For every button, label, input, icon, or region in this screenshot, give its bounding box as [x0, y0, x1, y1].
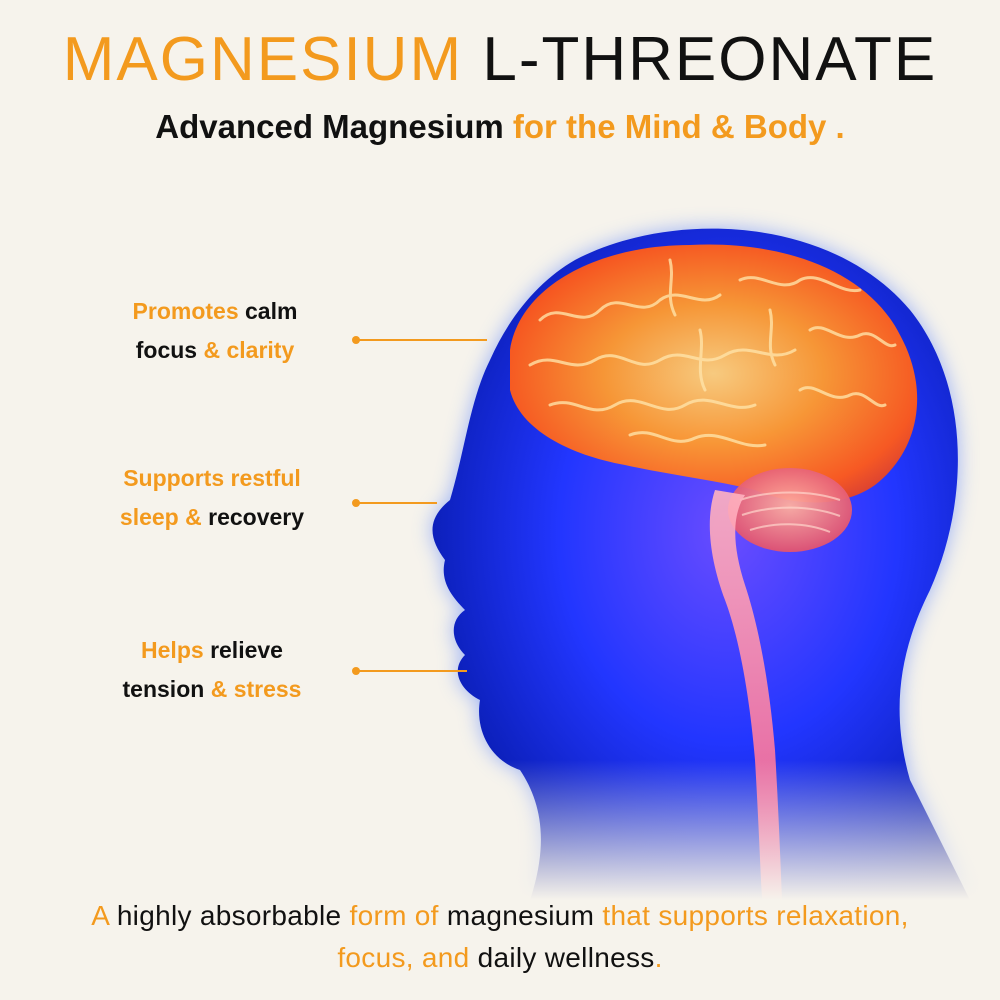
benefit-restful-sleep: Supports restful sleep & recovery — [92, 459, 332, 537]
benefit-keyword: Promotes — [132, 298, 239, 324]
benefit-keyword: & stress — [210, 676, 302, 702]
connector-dot — [352, 336, 360, 344]
connector-dot — [352, 667, 360, 675]
benefit-text: calm — [245, 298, 298, 324]
footer-text: highly absorbable — [116, 900, 342, 931]
benefit-line: sleep & recovery — [92, 498, 332, 537]
benefit-calm-focus: Promotes calm focus & clarity — [95, 292, 335, 370]
benefit-connector-line — [352, 499, 437, 507]
benefit-line: tension & stress — [92, 670, 332, 709]
benefit-line: Promotes calm — [95, 292, 335, 331]
connector-dot — [352, 499, 360, 507]
benefit-line: focus & clarity — [95, 331, 335, 370]
subtitle-mind-body: for the Mind & Body . — [512, 108, 845, 145]
benefit-connector-line — [352, 667, 467, 675]
benefit-text: tension — [122, 676, 205, 702]
footer-text: focus, and — [337, 942, 470, 973]
footer-text: magnesium — [446, 900, 595, 931]
footer-text: daily wellness — [477, 942, 655, 973]
title-l-threonate: L-THREONATE — [482, 25, 938, 94]
benefit-text: recovery — [208, 504, 305, 530]
benefit-keyword: Supports restful — [123, 465, 301, 491]
benefit-line: Supports restful — [92, 459, 332, 498]
footer-text: that supports relaxation, — [602, 900, 909, 931]
page-subtitle: Advanced Magnesium for the Mind & Body . — [0, 105, 1000, 149]
benefit-connector-line — [352, 336, 487, 344]
benefit-keyword: & clarity — [203, 337, 295, 363]
footer-text: A — [91, 900, 109, 931]
footer-description: A highly absorbable form of magnesium th… — [0, 895, 1000, 979]
benefit-text: focus — [135, 337, 198, 363]
benefit-keyword: sleep & — [119, 504, 202, 530]
benefit-keyword: Helps — [141, 637, 204, 663]
glowing-head-brain-icon — [370, 228, 1000, 900]
benefit-line: Helps relieve — [92, 631, 332, 670]
footer-line-1: A highly absorbable form of magnesium th… — [0, 895, 1000, 937]
benefit-relieve-tension: Helps relieve tension & stress — [92, 631, 332, 709]
footer-text: . — [654, 942, 663, 973]
subtitle-advanced: Advanced Magnesium — [155, 108, 504, 145]
title-magnesium: MAGNESIUM — [62, 25, 464, 94]
page-title: MAGNESIUM L-THREONATE — [0, 22, 1000, 98]
footer-text: form of — [349, 900, 439, 931]
footer-line-2: focus, and daily wellness. — [0, 937, 1000, 979]
benefit-text: relieve — [210, 637, 283, 663]
